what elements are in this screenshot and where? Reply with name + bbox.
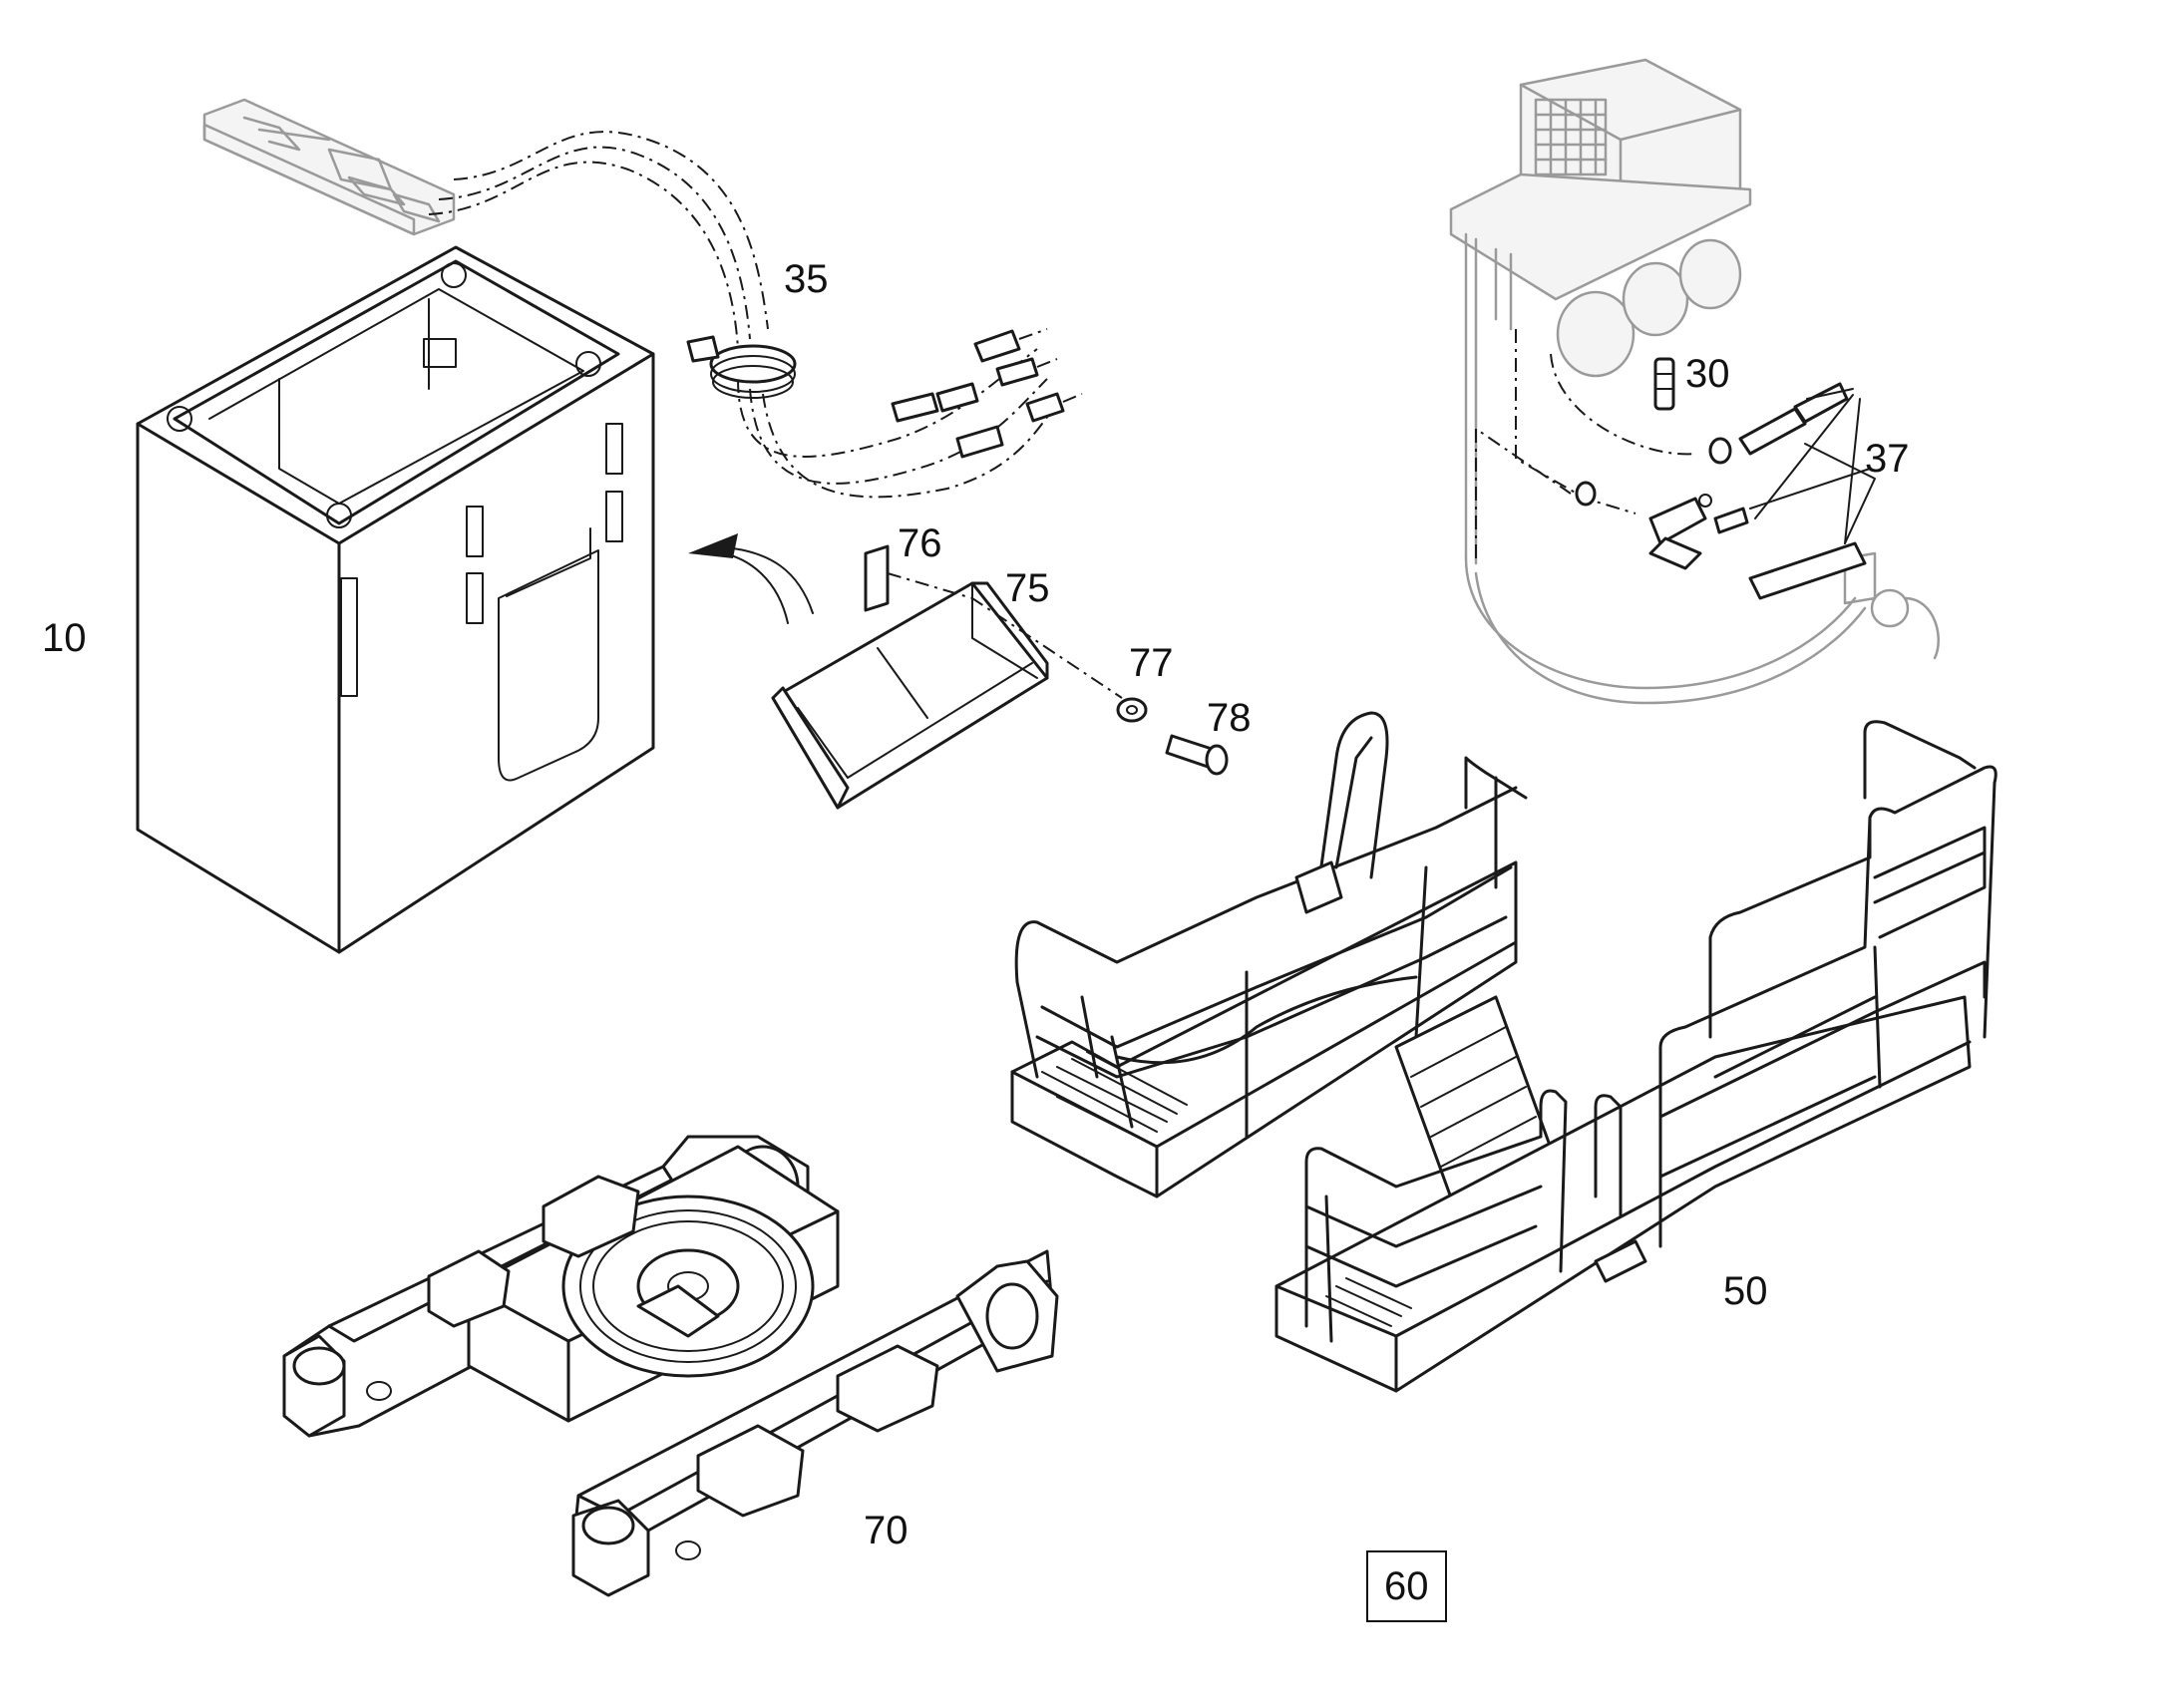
bracket-76 bbox=[864, 544, 890, 612]
access-platform-50 bbox=[1274, 720, 1998, 1393]
sleeve-30 bbox=[1653, 357, 1675, 411]
callout-30: 30 bbox=[1685, 352, 1730, 396]
callout-50: 50 bbox=[1723, 1269, 1768, 1313]
heater-unit bbox=[1449, 58, 1940, 705]
callout-70: 70 bbox=[864, 1509, 908, 1552]
cabinet-10 bbox=[136, 245, 655, 954]
fitting-37 bbox=[1575, 382, 1876, 600]
tray-75 bbox=[771, 581, 1049, 810]
control-panel-ghost bbox=[202, 98, 456, 236]
fuel-line-dash bbox=[1475, 329, 1696, 558]
assembly-arrow bbox=[688, 533, 814, 624]
cable-harness-35 bbox=[428, 131, 1083, 499]
leader-lines bbox=[1754, 388, 1861, 544]
callout-77: 77 bbox=[1129, 641, 1174, 685]
undercarriage-70 bbox=[282, 1135, 1059, 1597]
callout-60-boxed: 60 bbox=[1366, 1550, 1447, 1622]
bolt-78 bbox=[1165, 734, 1229, 776]
callout-10: 10 bbox=[42, 616, 87, 660]
callout-76: 76 bbox=[898, 521, 942, 565]
callout-78: 78 bbox=[1207, 696, 1252, 740]
callout-35: 35 bbox=[784, 257, 829, 301]
callout-37: 37 bbox=[1865, 437, 1910, 481]
callout-75: 75 bbox=[1005, 566, 1050, 610]
platform-railing bbox=[1010, 711, 1528, 1198]
washer-77 bbox=[1116, 697, 1148, 723]
